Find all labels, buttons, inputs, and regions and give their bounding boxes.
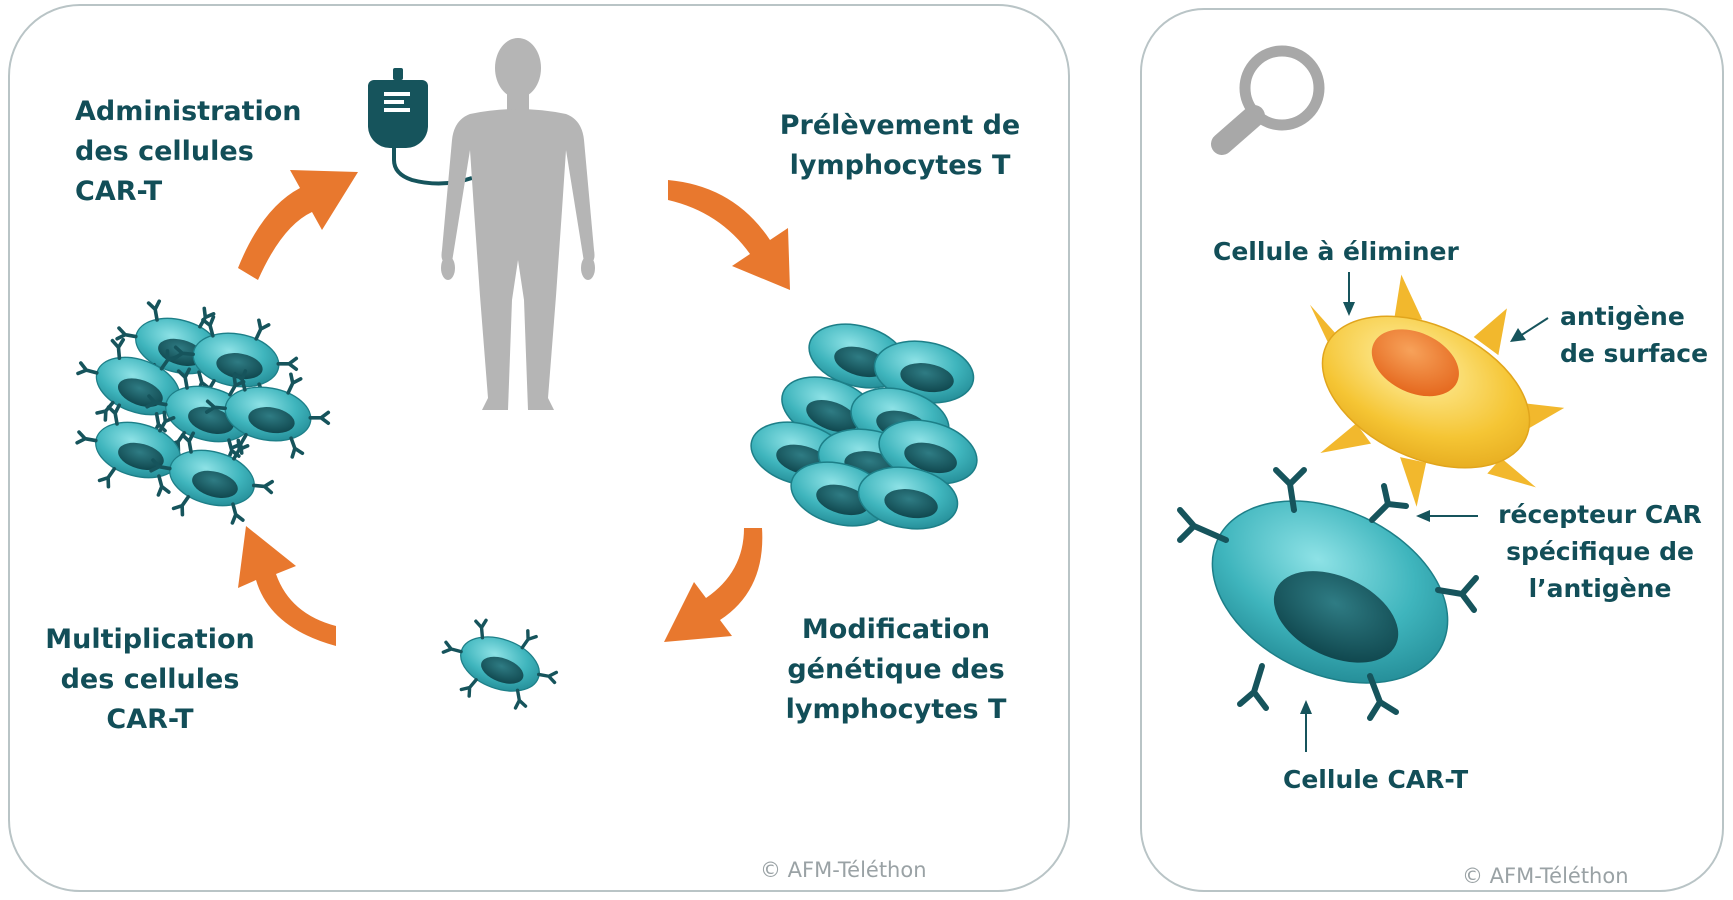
copyright-left: © AFM-Téléthon bbox=[760, 858, 927, 882]
label-antigen: antigène de surface bbox=[1560, 302, 1709, 368]
copyright-right: © AFM-Téléthon bbox=[1462, 864, 1629, 888]
label-prelevement: Prélèvement de lymphocytes T bbox=[779, 110, 1021, 181]
pointer-arrows bbox=[1300, 272, 1549, 752]
arrow-to-multiplication bbox=[238, 526, 336, 646]
label-administration: Administration des cellules CAR-T bbox=[75, 96, 302, 207]
label-target-cell: Cellule à éliminer bbox=[1213, 237, 1459, 266]
target-cell bbox=[1309, 274, 1565, 507]
label-modification: Modification génétique des lymphocytes T bbox=[785, 614, 1007, 725]
magnifier-icon bbox=[1211, 45, 1325, 155]
arrow-to-prelevement bbox=[668, 180, 790, 290]
label-multiplication: Multiplication des cellules CAR-T bbox=[45, 624, 255, 735]
arrow-to-administration bbox=[238, 170, 358, 280]
car-t-cluster bbox=[65, 288, 335, 535]
lymphocyte-cluster bbox=[743, 313, 985, 537]
car-t-cell-large bbox=[1177, 467, 1479, 721]
arrow-to-modification bbox=[664, 528, 763, 642]
label-receptor: récepteur CAR spécifique de l’antigène bbox=[1498, 500, 1702, 603]
human-silhouette-icon bbox=[441, 38, 595, 410]
cycle-arrows bbox=[238, 170, 790, 646]
single-car-t-cell bbox=[431, 606, 568, 722]
label-car-t-cell: Cellule CAR-T bbox=[1283, 765, 1469, 794]
